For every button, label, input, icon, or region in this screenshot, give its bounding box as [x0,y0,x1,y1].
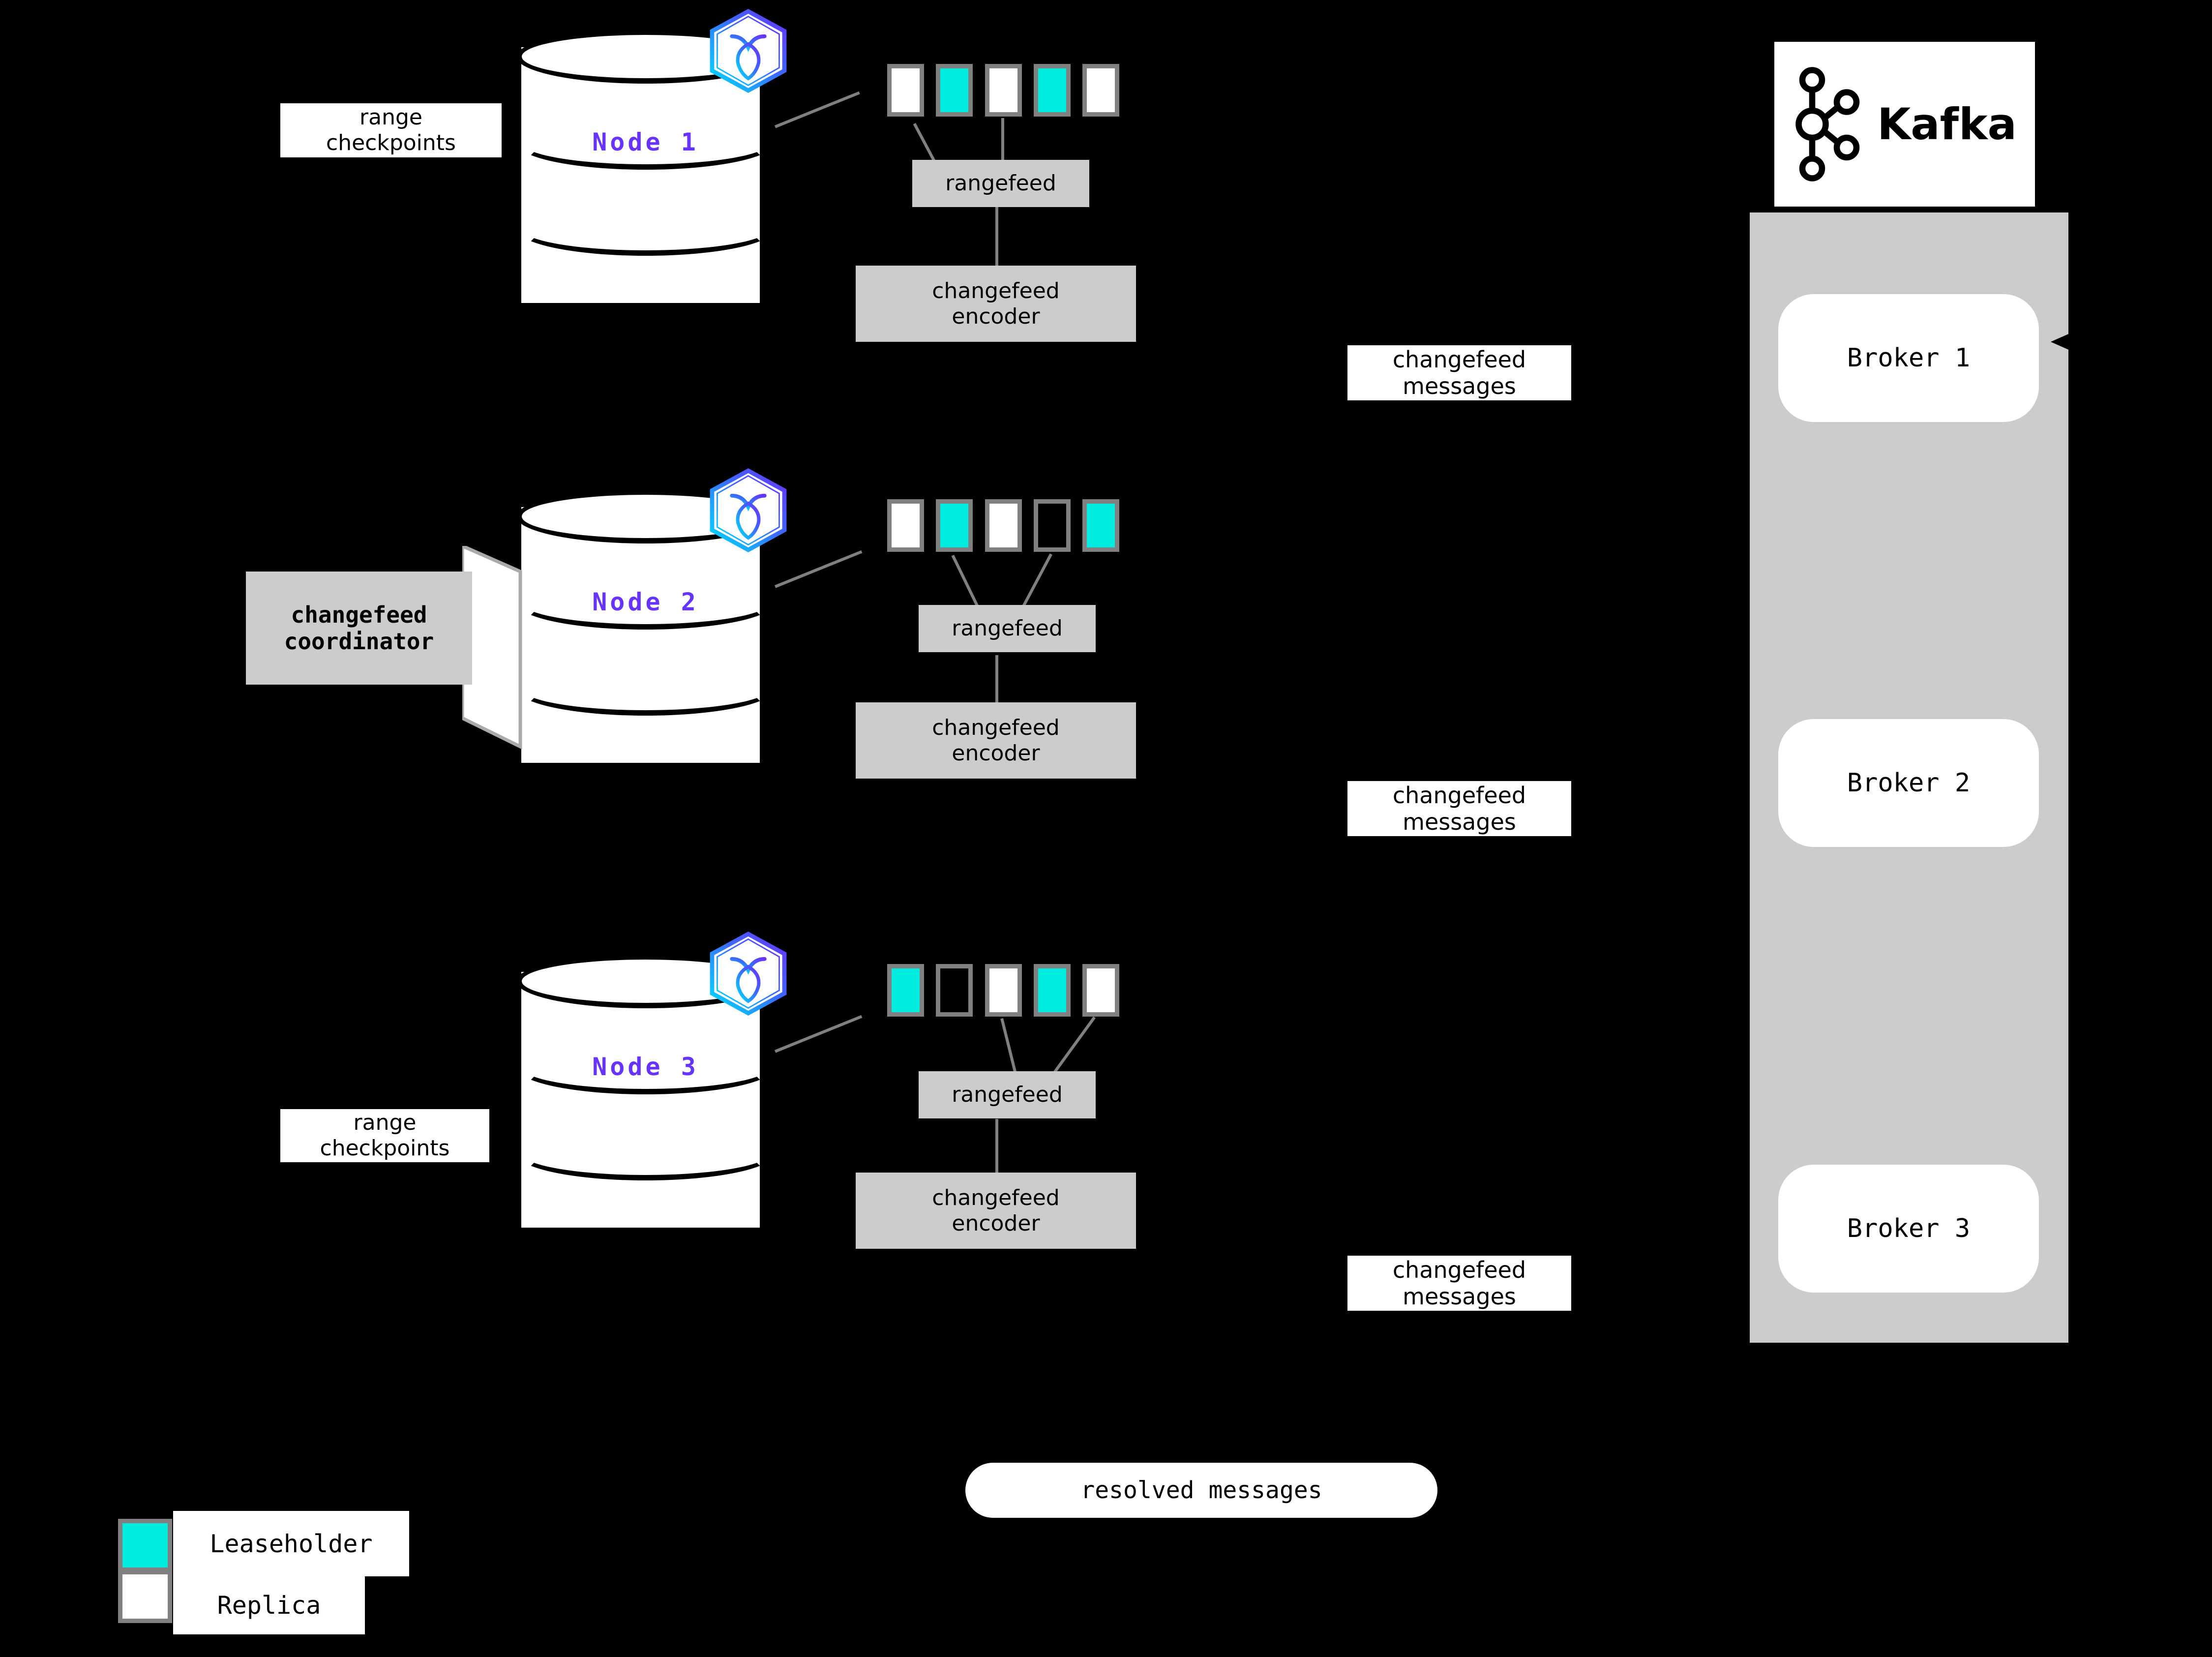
changefeed-messages-label-1: changefeed messages [1347,345,1571,400]
connector-node2-range [775,550,863,588]
message-line-2: messages [1403,1283,1516,1310]
range-box[interactable] [985,499,1022,552]
cylinder-body [516,972,765,1228]
changefeed-encoder-node3[interactable]: changefeed encoder [856,1173,1136,1249]
encoder-line-2: encoder [952,303,1040,329]
node-2-label: Node 2 [592,588,699,616]
message-line-1: changefeed [1392,1256,1526,1283]
checkpoints-line-1: range [359,105,422,130]
cylinder-band-2 [516,202,775,256]
coordinator-3d-side [462,546,522,750]
range-box[interactable] [887,964,924,1017]
cylinder-band-1 [516,575,775,630]
range-box[interactable] [1082,64,1119,117]
changefeed-messages-label-3: changefeed messages [1347,1256,1571,1311]
incoming-arrow-icon [2051,331,2076,353]
changefeed-messages-label-2: changefeed messages [1347,781,1571,836]
encoder-line-1: changefeed [932,278,1060,303]
range-box[interactable] [936,499,973,552]
range-box[interactable] [985,964,1022,1017]
node-3-cylinder: Node 3 [516,954,775,1249]
range-box[interactable] [936,964,973,1017]
encoder-line-2: encoder [952,740,1040,766]
coordinator-line-2: coordinator [284,628,434,655]
checkpoints-line-2: checkpoints [320,1136,450,1161]
range-checkpoints-label-node3: range checkpoints [280,1109,489,1162]
legend-label-replica: Replica [173,1576,365,1634]
node-1-cylinder: Node 1 [516,30,775,325]
connector-node3-range [775,1015,863,1053]
range-box[interactable] [1034,964,1071,1017]
cylinder-bottom-disc [516,271,775,325]
cylinder-body [516,507,765,763]
message-line-2: messages [1403,809,1516,835]
cockroachdb-logo-icon [705,467,791,553]
legend-label-leaseholder: Leaseholder [173,1511,409,1576]
cylinder-bottom-disc [516,1195,775,1249]
message-line-1: changefeed [1392,346,1526,373]
changefeed-coordinator-box[interactable]: changefeed coordinator [246,572,472,685]
checkpoints-line-1: range [353,1110,417,1136]
broker-3-box[interactable]: Broker 3 [1778,1165,2039,1293]
rangefeed-box-node1[interactable]: rangefeed [912,160,1089,207]
encoder-line-1: changefeed [932,1185,1060,1210]
broker-2-box[interactable]: Broker 2 [1778,719,2039,847]
cylinder-band-2 [516,662,775,716]
kafka-node-graph-icon [1795,67,1860,181]
kafka-logo-box: Kafka [1774,42,2035,207]
range-box[interactable] [887,64,924,117]
range-box[interactable] [1082,499,1119,552]
message-line-1: changefeed [1392,782,1526,809]
coordinator-line-1: changefeed [291,601,427,628]
encoder-line-2: encoder [952,1210,1040,1236]
range-box[interactable] [1034,499,1071,552]
legend-swatch-leaseholder [118,1519,172,1572]
range-box[interactable] [1082,964,1119,1017]
changefeed-encoder-node1[interactable]: changefeed encoder [856,266,1136,342]
range-box[interactable] [1034,64,1071,117]
changefeed-encoder-node2[interactable]: changefeed encoder [856,702,1136,779]
range-checkpoints-label-node1: range checkpoints [280,103,502,157]
range-box[interactable] [887,499,924,552]
broker-1-box[interactable]: Broker 1 [1778,294,2039,422]
range-box[interactable] [985,64,1022,117]
cylinder-band-1 [516,116,775,170]
cylinder-bottom-disc [516,730,775,784]
encoder-line-1: changefeed [932,715,1060,740]
cylinder-band-2 [516,1126,775,1180]
range-box[interactable] [936,64,973,117]
kafka-wordmark: Kafka [1877,99,2017,150]
node-1-label: Node 1 [592,128,699,156]
cockroachdb-logo-icon [705,931,791,1017]
cylinder-body [516,47,765,303]
cylinder-band-1 [516,1040,775,1094]
cockroachdb-logo-icon [705,8,791,94]
legend-swatch-replica [118,1570,172,1623]
resolved-messages-pill: resolved messages [965,1463,1437,1518]
node-3-label: Node 3 [592,1053,699,1081]
rangefeed-box-node2[interactable]: rangefeed [919,605,1096,652]
rangefeed-box-node3[interactable]: rangefeed [919,1071,1096,1118]
message-line-2: messages [1403,373,1516,399]
checkpoints-line-2: checkpoints [326,130,456,155]
connector-node1-range [775,91,860,128]
